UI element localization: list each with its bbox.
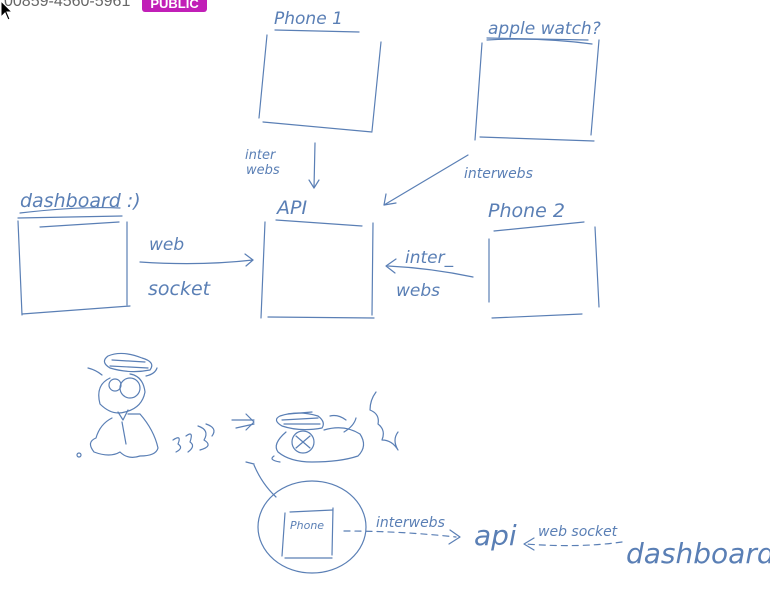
dog-doodle-icon	[245, 391, 399, 465]
arrow-watch-api	[383, 154, 469, 206]
phone2-node[interactable]	[488, 221, 600, 319]
edge-phone1-api-label-1: inter	[245, 148, 277, 163]
edge-dashboard-api-label-2: socket	[148, 278, 212, 300]
sketch-phone-circle[interactable]	[257, 480, 367, 574]
arrow-phone2-api	[385, 258, 474, 278]
edge-watch-api-label: interwebs	[464, 166, 533, 182]
sketch-arrow-dashboard-api	[523, 537, 623, 551]
edge-phone2-api-label-1: inter_	[405, 248, 454, 268]
watch-label-underline	[486, 38, 593, 45]
sketch-api-label: api	[474, 519, 517, 552]
arrow-dashboard-api	[139, 253, 254, 267]
edge-phone2-api-label-2: webs	[396, 281, 440, 301]
sketch-dashboard-label: dashboard	[626, 537, 770, 570]
phone1-node[interactable]	[258, 29, 382, 133]
sketch-phone-label: Phone	[290, 519, 324, 532]
edge-dashboard-api-label-1: web	[149, 235, 184, 255]
api-node[interactable]	[260, 219, 375, 319]
public-badge[interactable]: PUBLIC	[142, 0, 207, 12]
cursor-icon	[0, 0, 14, 21]
sketch-connector	[253, 464, 277, 498]
arrow-phone1-api	[308, 142, 320, 189]
apple-watch-label: apple watch?	[488, 19, 601, 39]
board-header: 00859-4560-5961 PUBLIC	[0, 0, 207, 14]
dashboard-node[interactable]	[17, 215, 131, 316]
apple-watch-node[interactable]	[474, 37, 600, 142]
phone1-label: Phone 1	[274, 9, 343, 29]
snore-doodle-icon	[172, 413, 255, 453]
person-doodle-icon	[76, 352, 159, 458]
sketch-interwebs-label: interwebs	[376, 515, 445, 531]
board-id: 00859-4560-5961	[4, 0, 131, 10]
sketch-arrow-phone-api	[343, 529, 461, 545]
edge-phone1-api-label-2: webs	[246, 163, 280, 178]
phone2-label: Phone 2	[488, 200, 565, 222]
dashboard-label-underline	[19, 206, 121, 214]
dashboard-label: dashboard :)	[20, 190, 141, 212]
sketch-websocket-label: web socket	[538, 524, 618, 540]
api-label: API	[275, 197, 307, 219]
